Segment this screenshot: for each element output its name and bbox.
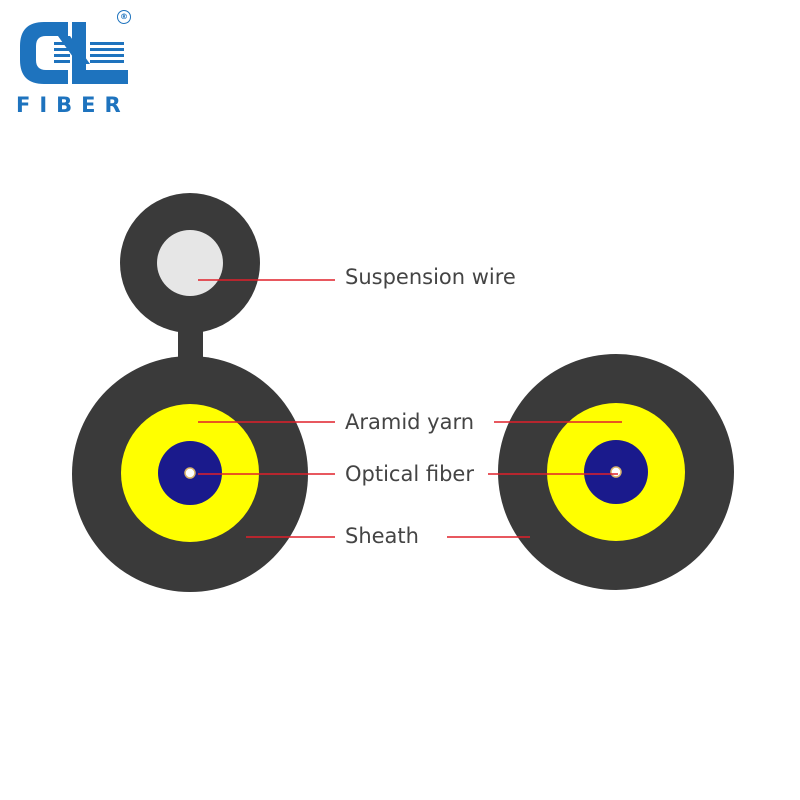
fiber-core-ring-right	[610, 466, 622, 478]
brand-logo-icon	[20, 22, 128, 84]
label-suspension-wire: Suspension wire	[345, 265, 516, 289]
self-supporting-cable	[72, 193, 308, 592]
registered-mark: ®	[117, 10, 131, 24]
suspension-wire	[157, 230, 223, 296]
label-optical-fiber: Optical fiber	[345, 462, 474, 486]
fiber-core-left	[185, 468, 195, 478]
leader-lines	[198, 279, 622, 538]
label-aramid-yarn: Aramid yarn	[345, 410, 475, 434]
label-sheath: Sheath	[345, 524, 419, 548]
fiber-core-ring-left	[184, 467, 196, 479]
round-drop-cable	[498, 354, 734, 590]
brand-name: FIBER	[16, 93, 130, 117]
